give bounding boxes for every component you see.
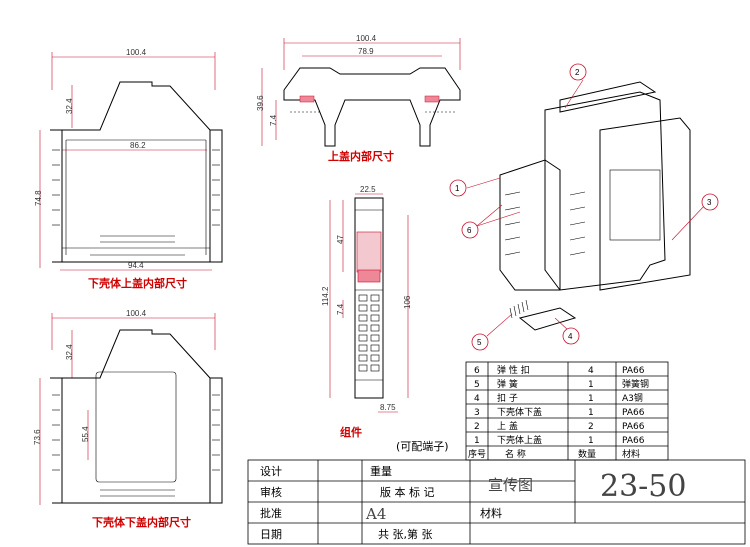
- view-assembly: 22.5 47 114.2 7.4 106 8.75 组件 (可配端子): [321, 185, 449, 453]
- tb-drawing-number: 23-50: [600, 469, 686, 504]
- callout-2: [569, 63, 587, 81]
- part-row-3-material: A3钢: [622, 392, 643, 404]
- callout-5: [471, 333, 489, 351]
- vent-slots: [100, 235, 175, 243]
- dim-lower-top-height: 32.4: [65, 344, 74, 360]
- parts-list: 6 弹 性 扣 4 PA66 5 弹 簧 1 弹簧钢 4 扣 子 1 A3钢 3…: [465, 361, 669, 461]
- part-row-6-material: PA66: [622, 436, 645, 446]
- tb-weight-label: 重量: [370, 464, 392, 478]
- view-top-cover: 100.4 78.9 39.6 7.4 上盖内部尺寸: [256, 34, 461, 163]
- callout-2-label: 2: [575, 68, 580, 77]
- part-row-1-no: 6: [474, 366, 480, 376]
- part-row-6-qty: 1: [588, 436, 594, 446]
- callout-4-label: 4: [568, 332, 573, 341]
- dim-top-height: 32.4: [65, 98, 74, 114]
- part-header-name: 名 称: [505, 448, 526, 460]
- part-row-2-name: 弹 簧: [497, 378, 518, 390]
- dim-lower-width-top: 100.4: [126, 309, 147, 318]
- caption-lower-shell-upper-cover: 下壳体上盖内部尺寸: [88, 276, 187, 290]
- part-row-4-material: PA66: [622, 408, 645, 418]
- caption-assembly: 组件: [340, 425, 362, 439]
- tb-drawing-name: 宣传图: [488, 476, 533, 494]
- view-exploded: 1 2 3 4 5 6: [449, 63, 719, 351]
- part-header-material: 材料: [622, 448, 640, 460]
- part-header-qty: 数量: [578, 448, 596, 460]
- callout-1-label: 1: [455, 184, 460, 193]
- part-row-2-qty: 1: [588, 380, 594, 390]
- tb-approve-label: 批准: [260, 506, 282, 520]
- part-row-3-qty: 1: [588, 394, 594, 404]
- part-row-1-material: PA66: [622, 366, 645, 376]
- part-row-6-name: 下壳体上盖: [497, 434, 542, 446]
- callout-6: [461, 221, 479, 239]
- dim-asm-mid: 7.4: [336, 303, 345, 315]
- part-row-4-qty: 1: [588, 408, 594, 418]
- callout-1: [449, 179, 467, 197]
- callout-4: [562, 327, 580, 345]
- tb-date-label: 日期: [260, 528, 282, 541]
- dim-top-small: 7.4: [269, 114, 278, 126]
- caption-top-cover: 上盖内部尺寸: [328, 149, 394, 163]
- callout-6-label: 6: [467, 226, 472, 235]
- part-row-5-name: 上 盖: [497, 420, 518, 432]
- part-row-4-name: 下壳体下盖: [497, 406, 542, 418]
- dim-asm-bottom: 8.75: [380, 403, 396, 412]
- title-block: 设计 审核 批准 日期 重量 版 本 标 记 A4 共 张,第 张 宣传图 材料…: [247, 459, 746, 545]
- dim-asm-right: 106: [403, 295, 412, 309]
- part-row-5-material: PA66: [622, 422, 645, 432]
- tb-material-label: 材料: [480, 506, 502, 520]
- view-lower-shell-lower-cover: 100.4 32.4 55.4 73.6 下壳体下盖内部尺寸: [33, 309, 223, 529]
- part-row-1-name: 弹 性 扣: [497, 364, 530, 376]
- dim-lower-height: 73.6: [33, 429, 42, 445]
- part-row-2-material: 弹簧钢: [622, 378, 649, 390]
- part-row-3-no: 4: [474, 394, 480, 404]
- tb-sheets-label: 共 张,第 张: [378, 527, 433, 541]
- part-row-4-no: 3: [474, 408, 480, 418]
- callout-3: [701, 193, 719, 211]
- tb-paper-size: A4: [365, 505, 386, 523]
- dim-asm-top-width: 22.5: [360, 185, 376, 194]
- assembly-note: (可配端子): [396, 440, 449, 453]
- dim-height: 74.8: [34, 190, 43, 206]
- tb-design-label: 设计: [260, 465, 282, 478]
- dim-lower-inner-height: 55.4: [81, 426, 90, 442]
- dim-width-top: 100.4: [126, 48, 147, 57]
- dim-asm-total: 114.2: [321, 286, 330, 306]
- part-row-1-qty: 4: [588, 366, 594, 376]
- callout-3-label: 3: [707, 198, 712, 207]
- dim-top-width-outer: 100.4: [356, 34, 377, 43]
- part-row-2-no: 5: [474, 380, 480, 390]
- view-lower-shell-upper-cover: 100.4 86.2 94.4 74.8 32.4 下壳体上盖内部尺寸: [34, 48, 223, 290]
- part-row-3-name: 扣 子: [497, 392, 518, 404]
- dim-inner-width: 86.2: [130, 141, 146, 150]
- caption-lower-shell-lower-cover: 下壳体下盖内部尺寸: [92, 515, 191, 529]
- dim-bottom-width: 94.4: [128, 261, 144, 270]
- dim-top-height: 39.6: [256, 95, 265, 111]
- part-row-5-qty: 2: [588, 422, 594, 432]
- tb-version-label: 版 本 标 记: [380, 485, 435, 499]
- tb-check-label: 审核: [260, 485, 282, 499]
- part-header-no: 序号: [468, 448, 486, 460]
- dim-asm-upper: 47: [336, 235, 345, 244]
- callout-5-label: 5: [477, 338, 482, 347]
- part-row-6-no: 1: [474, 436, 480, 446]
- dim-top-width-inner: 78.9: [358, 47, 374, 56]
- part-row-5-no: 2: [474, 422, 480, 432]
